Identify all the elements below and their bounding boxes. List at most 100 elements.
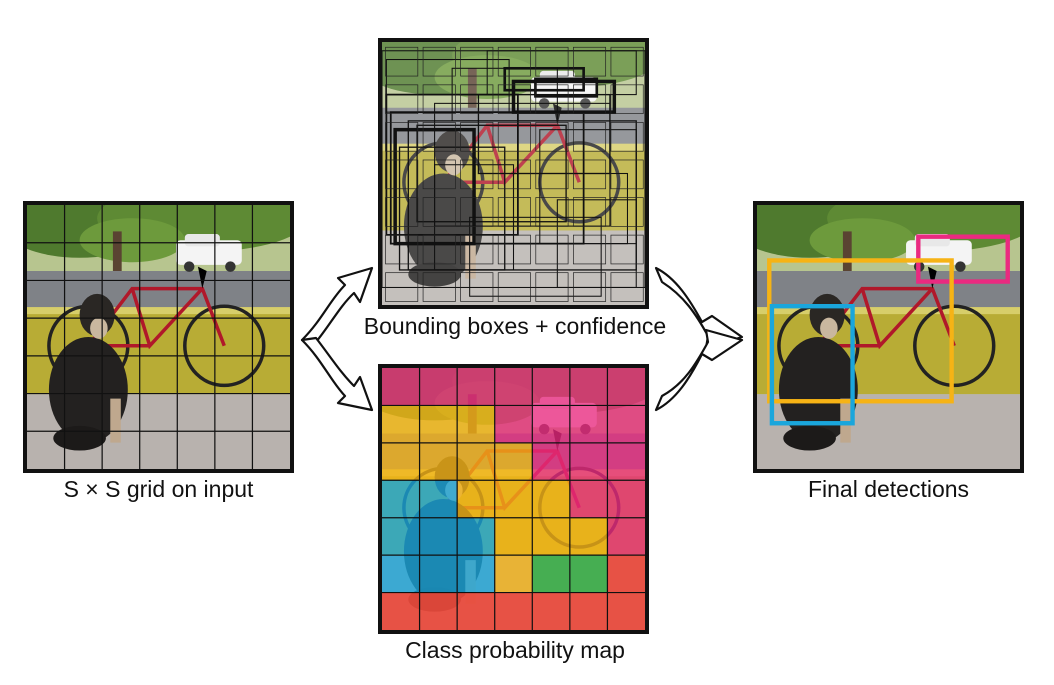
small-box bbox=[573, 234, 607, 265]
final-detections-panel bbox=[753, 201, 1024, 473]
class-cell-bicycle bbox=[569, 517, 608, 556]
class-cell-other bbox=[569, 555, 608, 593]
small-box bbox=[610, 234, 644, 265]
class-cell-car bbox=[607, 442, 645, 481]
class-cell-dog bbox=[382, 480, 420, 518]
small-box bbox=[422, 197, 456, 227]
class-cell-background bbox=[607, 555, 645, 593]
candidate-box bbox=[451, 67, 558, 122]
class-cell-car bbox=[569, 442, 608, 481]
class-cell-bicycle bbox=[494, 555, 533, 593]
small-box bbox=[460, 46, 494, 77]
small-box bbox=[460, 197, 494, 227]
small-box bbox=[385, 234, 419, 265]
bicycle-detection-box bbox=[767, 258, 954, 404]
bounding-boxes-panel bbox=[378, 38, 649, 309]
class-cell-bicycle bbox=[382, 442, 420, 481]
class-cell-bicycle bbox=[457, 480, 495, 518]
class-cell-background bbox=[532, 592, 570, 630]
small-box bbox=[573, 84, 607, 114]
class-cell-bicycle bbox=[382, 405, 420, 443]
class-cell-bicycle bbox=[419, 442, 458, 481]
small-box bbox=[573, 272, 607, 302]
class-cell-car bbox=[457, 368, 495, 406]
small-box bbox=[422, 159, 456, 190]
small-box bbox=[422, 84, 456, 114]
class-cell-car bbox=[607, 405, 645, 443]
class-cell-dog bbox=[382, 517, 420, 556]
small-box bbox=[497, 84, 531, 114]
dog-detection-box bbox=[769, 304, 855, 426]
class-map bbox=[382, 368, 645, 630]
small-box bbox=[385, 159, 419, 190]
class-cell-car bbox=[532, 442, 570, 481]
small-box bbox=[460, 84, 494, 114]
class-cell-background bbox=[457, 592, 495, 630]
class-cell-bicycle bbox=[494, 442, 533, 481]
small-box bbox=[460, 234, 494, 265]
small-box bbox=[610, 197, 644, 227]
small-box bbox=[535, 272, 569, 302]
small-box bbox=[422, 122, 456, 152]
class-cell-bicycle bbox=[532, 517, 570, 556]
grid-lines bbox=[27, 205, 290, 469]
class-cell-background bbox=[419, 592, 458, 630]
grid-lines bbox=[382, 368, 645, 630]
class-cell-bicycle bbox=[494, 480, 533, 518]
small-box bbox=[460, 159, 494, 190]
class-cell-car bbox=[607, 480, 645, 518]
arrow-probability-to-final-icon bbox=[654, 328, 744, 412]
class-cell-background bbox=[494, 592, 533, 630]
class-cell-bicycle bbox=[457, 442, 495, 481]
candidate-box bbox=[534, 77, 599, 98]
boxes-scene bbox=[382, 42, 645, 305]
dog-shape bbox=[778, 293, 858, 451]
small-box bbox=[573, 122, 607, 152]
small-box bbox=[497, 272, 531, 302]
class-cell-car bbox=[532, 405, 570, 443]
class-cell-car bbox=[532, 368, 570, 406]
class-cell-car bbox=[569, 368, 608, 406]
small-box bbox=[535, 122, 569, 152]
scene-photo bbox=[757, 205, 1020, 469]
probability-caption: Class probability map bbox=[405, 637, 625, 663]
small-box bbox=[385, 84, 419, 114]
small-box bbox=[497, 122, 531, 152]
small-box bbox=[385, 46, 419, 77]
input-caption: S × S grid on input bbox=[63, 476, 254, 502]
small-box bbox=[535, 84, 569, 114]
class-cell-bicycle bbox=[419, 405, 458, 443]
small-box bbox=[385, 122, 419, 152]
class-cell-background bbox=[382, 592, 420, 630]
small-box bbox=[610, 272, 644, 302]
candidate-box bbox=[512, 172, 628, 245]
class-cell-other bbox=[532, 555, 570, 593]
class-cell-dog bbox=[419, 555, 458, 593]
class-cell-car bbox=[607, 517, 645, 556]
small-boxes bbox=[385, 46, 644, 302]
class-cell-car bbox=[494, 368, 533, 406]
small-box bbox=[497, 46, 531, 77]
class-cell-car bbox=[569, 405, 608, 443]
detections bbox=[767, 234, 1010, 426]
small-box bbox=[573, 197, 607, 227]
class-cell-bicycle bbox=[457, 405, 495, 443]
small-box bbox=[497, 234, 531, 265]
input-image-panel bbox=[23, 201, 294, 473]
small-box bbox=[573, 159, 607, 190]
class-cell-car bbox=[569, 480, 608, 518]
small-box bbox=[460, 272, 494, 302]
small-box bbox=[535, 159, 569, 190]
scene-photo bbox=[27, 205, 290, 469]
class-cell-car bbox=[607, 368, 645, 406]
small-box bbox=[422, 46, 456, 77]
dog-shape bbox=[48, 293, 128, 451]
small-box bbox=[385, 197, 419, 227]
class-cell-bicycle bbox=[532, 480, 570, 518]
class-cell-bicycle bbox=[494, 517, 533, 556]
small-box bbox=[460, 122, 494, 152]
class-cell-background bbox=[569, 592, 608, 630]
small-box bbox=[535, 197, 569, 227]
small-box bbox=[422, 234, 456, 265]
candidate-box bbox=[469, 216, 602, 297]
